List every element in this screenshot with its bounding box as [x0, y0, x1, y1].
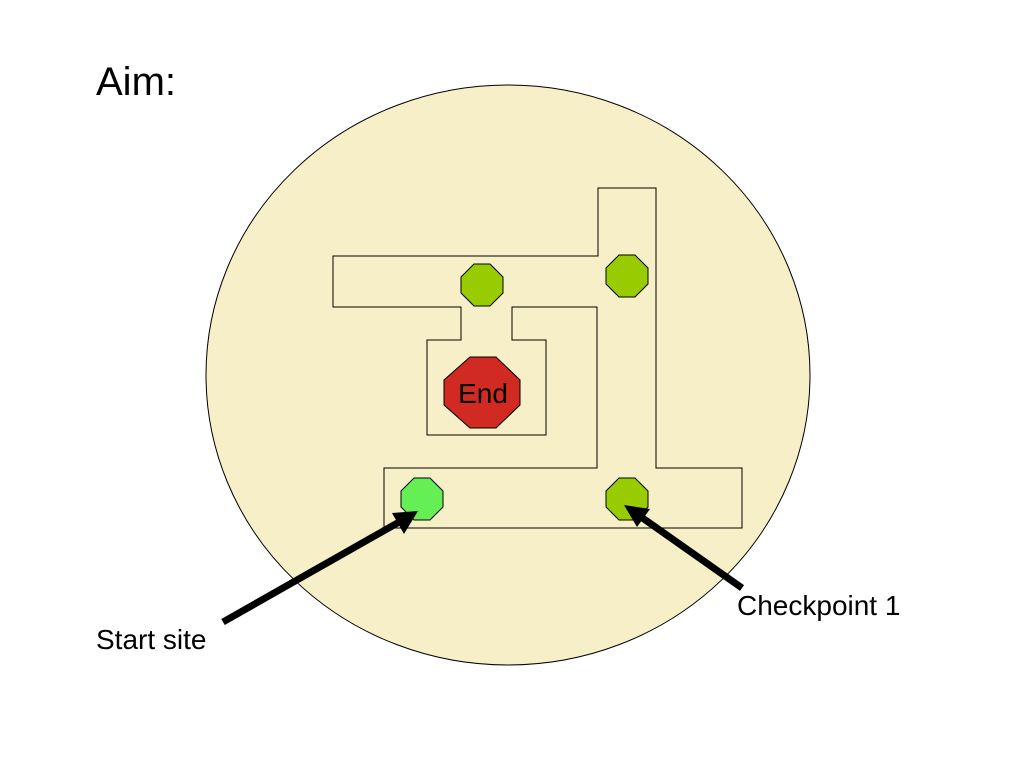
end-stop-icon: [443, 356, 521, 429]
checkpoint-icon: [605, 254, 649, 298]
checkpoint-arrow: [631, 509, 745, 591]
start-arrow-head: [392, 511, 418, 534]
end-label: End: [458, 378, 508, 409]
checkpoint-1-label: Checkpoint 1: [737, 590, 901, 621]
start-site-icon: [400, 477, 444, 521]
checkpoint-icon: [460, 263, 504, 307]
slide-title: Aim:: [96, 60, 176, 104]
start-arrow: [221, 513, 410, 626]
start-site-label: Start site: [96, 624, 207, 655]
maze-channel: [332, 187, 743, 529]
checkpoint-arrow-head: [624, 505, 650, 527]
